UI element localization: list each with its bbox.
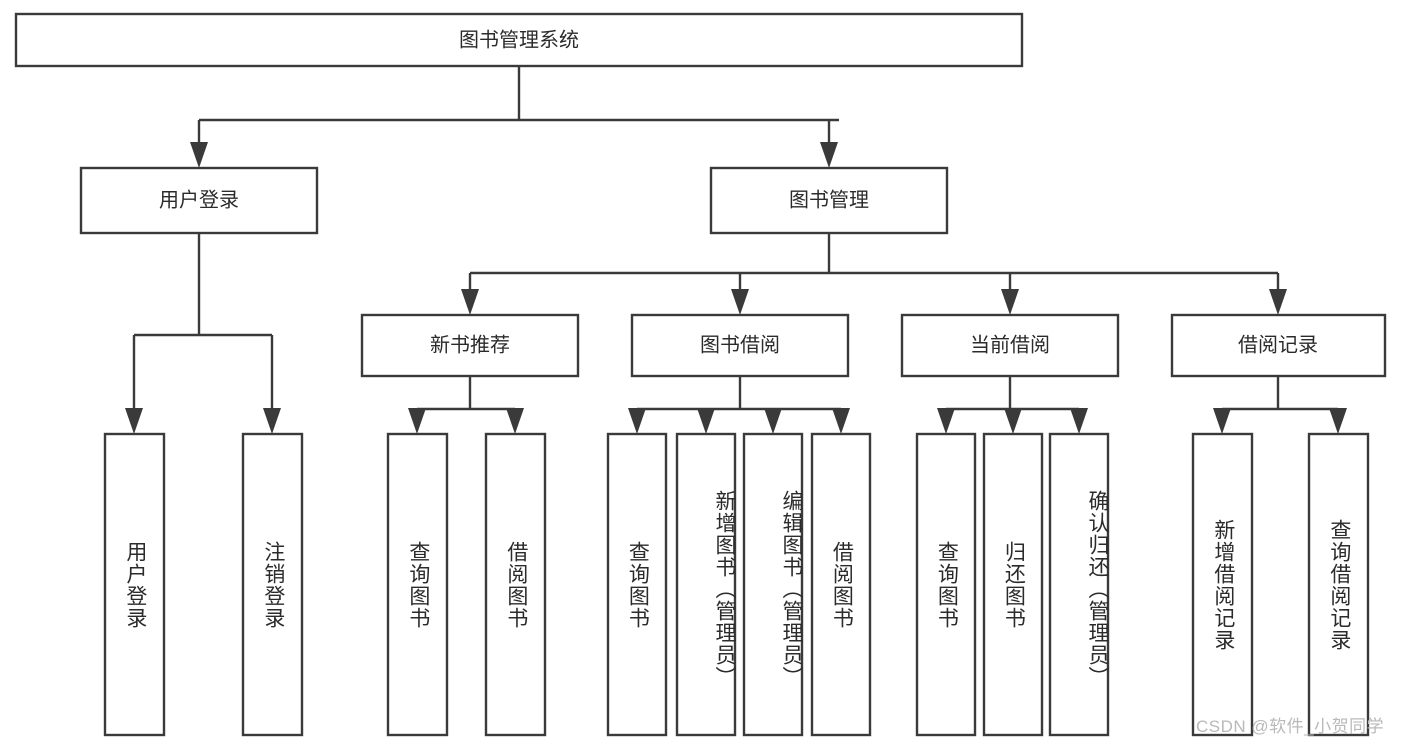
leaf-box-query-borrow-record[interactable] (1307, 432, 1370, 737)
leaf-box-confirm-return[interactable] (1048, 432, 1110, 737)
leaf-box-edit-book[interactable] (742, 432, 804, 737)
arrow-head-leaf-logout (263, 408, 281, 434)
leaf-box-borrow-book-b[interactable] (810, 432, 872, 737)
leaf-node-layer (103, 432, 1370, 737)
node-user-login-box[interactable] (79, 166, 319, 235)
arrow-head-current-borrow (1001, 289, 1019, 315)
node-new-book-recommend[interactable]: 新书推荐 (360, 313, 580, 378)
arrow-head-leaf-edit-book (764, 408, 782, 434)
arrow-head-book-mgmt (820, 142, 838, 168)
leaf-box-query-book-b[interactable] (606, 432, 668, 737)
node-new-book-recommend-box[interactable] (360, 313, 580, 378)
arrow-head-leaf-query-book-b (628, 408, 646, 434)
arrow-head-book-borrow (731, 289, 749, 315)
node-current-borrow-box[interactable] (900, 313, 1120, 378)
arrow-head-user-login (190, 142, 208, 168)
arrow-head-leaf-query-record (1329, 408, 1347, 434)
arrow-head-leaf-query-book-a (408, 408, 426, 434)
node-book-borrow[interactable]: 图书借阅 (630, 313, 850, 378)
arrow-head-leaf-user-login (125, 408, 143, 434)
node-root-label: 图书管理系统 (459, 28, 579, 51)
node-book-borrow-box[interactable] (630, 313, 850, 378)
leaf-box-add-borrow-record[interactable] (1191, 432, 1254, 737)
node-root[interactable]: 图书管理系统 (14, 12, 1024, 68)
arrow-head-new-book-rec (461, 289, 479, 315)
node-borrow-record-box[interactable] (1170, 313, 1387, 378)
leaf-box-return-book[interactable] (982, 432, 1044, 737)
arrow-head-leaf-query-book-c (937, 408, 955, 434)
node-new-book-recommend-label: 新书推荐 (430, 333, 510, 356)
node-borrow-record[interactable]: 借阅记录 (1170, 313, 1387, 378)
arrow-head-leaf-return-book (1004, 408, 1022, 434)
node-current-borrow[interactable]: 当前借阅 (900, 313, 1120, 378)
node-book-management[interactable]: 图书管理 (709, 166, 949, 235)
node-borrow-record-label: 借阅记录 (1238, 333, 1318, 356)
leaf-box-logout[interactable] (241, 432, 304, 737)
arrow-head-leaf-borrow-book-b (832, 408, 850, 434)
leaf-box-query-book-c[interactable] (915, 432, 977, 737)
arrow-head-borrow-record (1269, 289, 1287, 315)
arrow-head-leaf-borrow-book-a (506, 408, 524, 434)
node-current-borrow-label: 当前借阅 (970, 333, 1050, 356)
node-root-box[interactable] (14, 12, 1024, 68)
leaf-box-add-book[interactable] (675, 432, 737, 737)
connector-layer (125, 66, 1347, 434)
leaf-box-borrow-book-a[interactable] (484, 432, 547, 737)
arrow-head-leaf-add-book (697, 408, 715, 434)
node-user-login[interactable]: 用户登录 (79, 166, 319, 235)
csdn-watermark: CSDN @软件_小贺同学 (1196, 717, 1385, 736)
leaf-box-user-login[interactable] (103, 432, 166, 737)
leaf-box-query-book-a[interactable] (386, 432, 449, 737)
node-user-login-label: 用户登录 (159, 188, 239, 211)
arrow-head-leaf-add-record (1213, 408, 1231, 434)
node-book-borrow-label: 图书借阅 (700, 333, 780, 356)
arrow-head-leaf-confirm-return (1070, 408, 1088, 434)
node-book-management-box[interactable] (709, 166, 949, 235)
node-book-management-label: 图书管理 (789, 188, 869, 211)
